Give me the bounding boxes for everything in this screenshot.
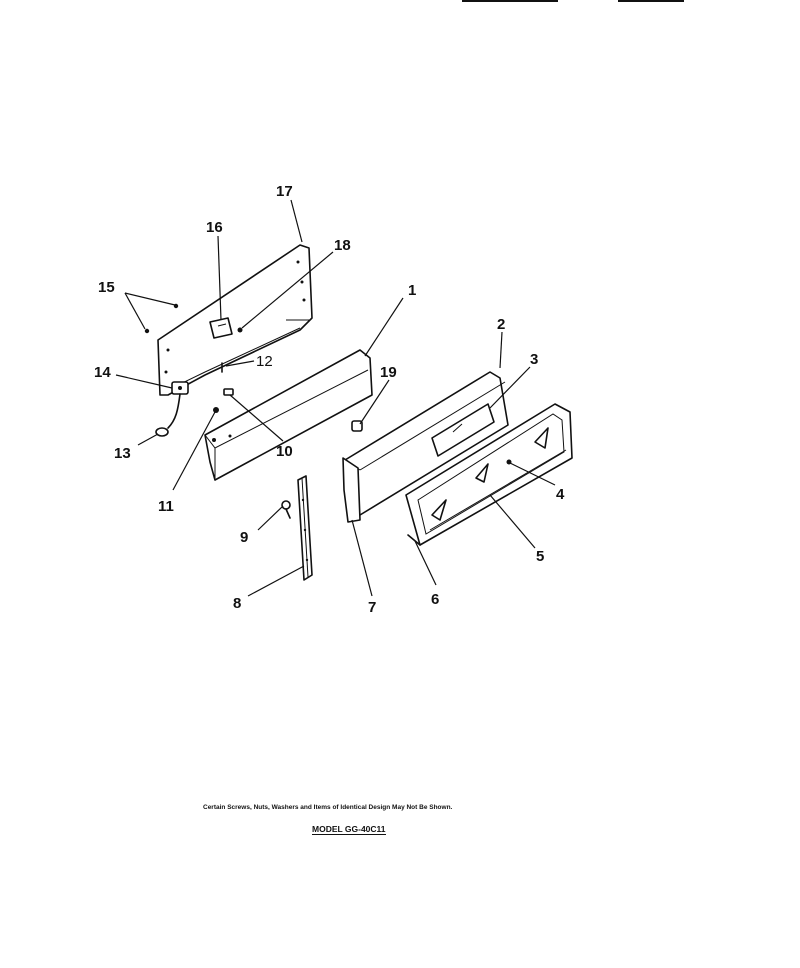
callout-4: 4 <box>556 486 565 503</box>
part-6-edge-strip <box>407 534 421 546</box>
footnote: Certain Screws, Nuts, Washers and Items … <box>203 804 453 811</box>
callout-13: 13 <box>114 445 131 462</box>
callout-3: 3 <box>530 351 538 368</box>
top-edge-mark-right <box>618 0 684 2</box>
part-7-end-bracket <box>342 457 361 523</box>
part-17-back-panel <box>157 244 313 396</box>
callout-12: 12 <box>256 353 273 370</box>
model-label: MODEL GG-40C11 <box>312 824 386 835</box>
callout-14: 14 <box>94 364 111 381</box>
callout-6: 6 <box>431 591 439 608</box>
part-10-clip <box>223 388 234 396</box>
callout-11: 11 <box>158 498 174 515</box>
part-13-cord <box>155 393 181 437</box>
callout-5: 5 <box>536 548 544 565</box>
callout-16: 16 <box>206 219 223 236</box>
part-5-control-panel <box>405 403 573 546</box>
part-9-screw <box>281 500 291 519</box>
callout-7: 7 <box>368 599 376 616</box>
part-1-control-panel-frame <box>204 349 373 481</box>
part-14-switch <box>171 381 189 395</box>
part-16-bracket <box>209 317 233 339</box>
callout-9: 9 <box>240 529 248 546</box>
part-18-screw <box>237 327 243 333</box>
part-8-hinge-strip <box>297 475 313 581</box>
part-15-screw-a <box>144 328 150 334</box>
callout-1: 1 <box>408 282 416 299</box>
part-19-clip <box>351 420 363 432</box>
leader-lines <box>115 199 556 597</box>
top-edge-mark-left <box>462 0 558 2</box>
callout-18: 18 <box>334 237 351 254</box>
part-11-nut <box>213 407 219 413</box>
callout-2: 2 <box>497 316 505 333</box>
callout-19: 19 <box>380 364 397 381</box>
callout-15: 15 <box>98 279 115 296</box>
callout-17: 17 <box>276 183 293 200</box>
part-3-window <box>431 403 495 457</box>
callout-8: 8 <box>233 595 241 612</box>
callout-10: 10 <box>276 443 293 460</box>
